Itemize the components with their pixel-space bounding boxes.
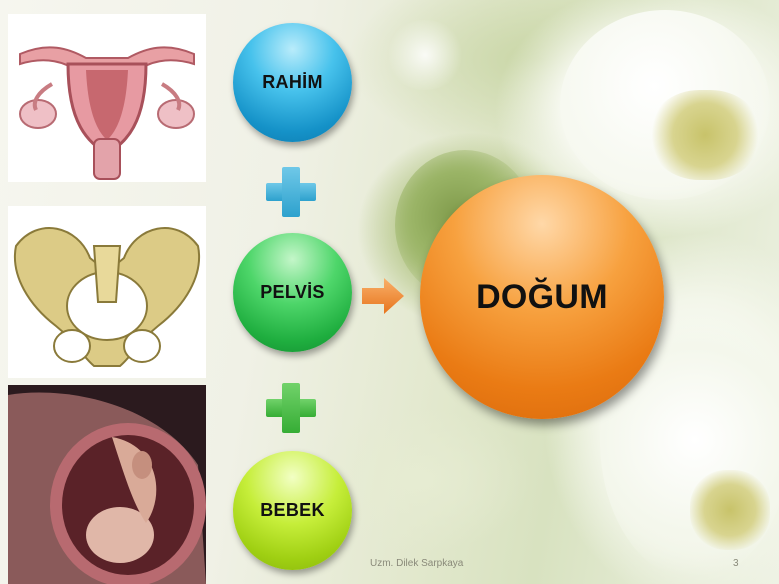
fetus-in-womb-image <box>8 385 206 584</box>
flower-bokeh-image <box>385 20 465 90</box>
footer-author: Uzm. Dilek Sarpkaya <box>370 558 463 569</box>
pelvis-image <box>8 206 206 378</box>
flower-stamen-image <box>690 470 770 550</box>
bebek-circle: BEBEK <box>233 451 352 570</box>
rahim-circle: RAHİM <box>233 23 352 142</box>
uterus-image <box>8 14 206 182</box>
flower-stamen-image <box>650 90 760 180</box>
dogum-circle: DOĞUM <box>420 175 664 419</box>
dogum-label: DOĞUM <box>476 278 608 317</box>
plus-icon <box>266 383 316 433</box>
right-arrow-icon <box>362 278 404 314</box>
pelvis-circle: PELVİS <box>233 233 352 352</box>
rahim-label: RAHİM <box>262 72 323 93</box>
page-number: 3 <box>733 558 739 569</box>
pelvis-label: PELVİS <box>260 282 324 303</box>
bebek-label: BEBEK <box>260 500 325 521</box>
plus-icon <box>266 167 316 217</box>
